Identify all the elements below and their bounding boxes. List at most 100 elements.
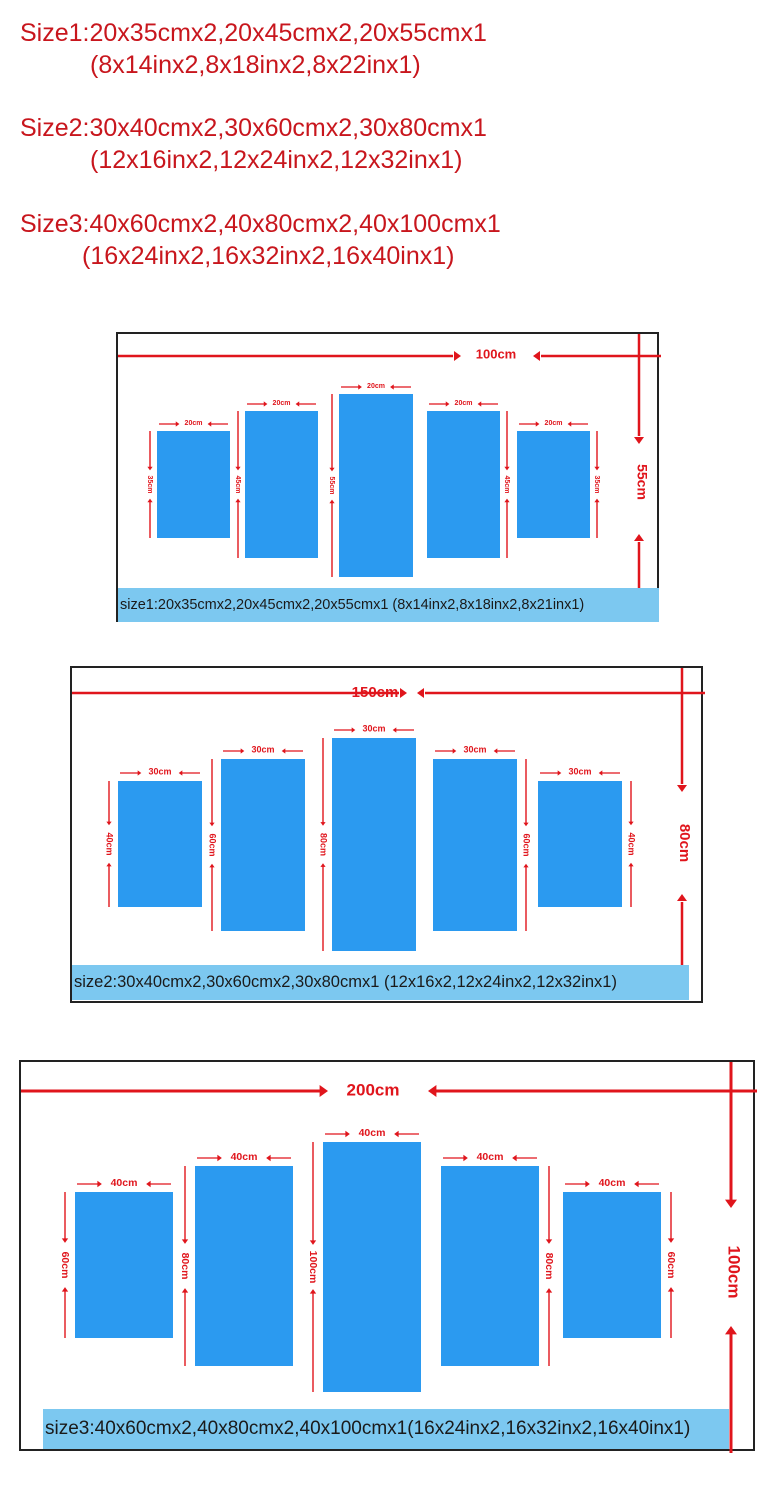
panel-width-arrow-head: [240, 748, 245, 754]
panel-width-arrow-head: [295, 401, 300, 407]
panel-height-arrow-head: [594, 466, 600, 471]
panel-width-label: 30cm: [568, 766, 591, 776]
canvas-panel: [323, 1142, 421, 1392]
panel-height-label: 40cm: [105, 832, 115, 855]
panel-width-arrow-head: [585, 1180, 590, 1188]
panel-height-arrow-head: [504, 466, 510, 471]
panel-width-label: 30cm: [251, 744, 274, 754]
width-arrow-left-head: [400, 688, 407, 698]
canvas-panel: [221, 759, 305, 931]
height-arrow-top-head: [677, 785, 687, 792]
panel-width-arrow-head: [146, 1180, 151, 1188]
total-height-label: 55cm: [634, 464, 650, 500]
panel-height-arrow-head: [235, 466, 241, 471]
size3-line2: (16x24inx2,16x32inx2,16x40inx1): [82, 242, 455, 270]
panel-width-arrow-head: [394, 1130, 399, 1138]
canvas-panel: [433, 759, 517, 931]
height-arrow-top-head: [725, 1199, 737, 1208]
panel-height-label: 60cm: [522, 833, 532, 856]
panel-width-label: 20cm: [273, 400, 291, 407]
diagram-caption: size2:30x40cmx2,30x60cmx2,30x80cmx1 (12x…: [72, 965, 689, 1000]
panel-height-arrow-head: [309, 1240, 317, 1245]
panel-height-label: 80cm: [543, 1253, 555, 1280]
height-arrow-top-head: [634, 437, 644, 444]
size2-line2: (12x16inx2,12x24inx2,12x32inx1): [90, 146, 463, 174]
panel-height-arrow-head: [147, 498, 153, 503]
panel-width-arrow-head: [452, 748, 457, 754]
panel-height-arrow-head: [106, 862, 112, 867]
panel-height-arrow-head: [209, 822, 215, 827]
width-arrow-right-head: [428, 1085, 437, 1097]
total-height-label: 80cm: [676, 824, 693, 862]
panel-height-arrow-head: [181, 1288, 189, 1293]
panel-height-arrow-head: [61, 1287, 69, 1292]
panel-height-label: 100cm: [307, 1251, 319, 1284]
panel-height-arrow-head: [181, 1239, 189, 1244]
panel-width-label: 20cm: [185, 420, 203, 427]
panel-height-label: 55cm: [328, 477, 335, 495]
panel-width-label: 40cm: [359, 1127, 386, 1139]
panel-width-label: 20cm: [545, 420, 563, 427]
panel-width-arrow-head: [567, 421, 572, 427]
panel-width-arrow-head: [598, 770, 603, 776]
panel-width-arrow-head: [178, 770, 183, 776]
panel-width-arrow-head: [345, 1130, 350, 1138]
panel-width-arrow-head: [358, 384, 362, 390]
panel-height-arrow-head: [594, 498, 600, 503]
panel-height-arrow-head: [320, 822, 326, 826]
panel-width-arrow-head: [97, 1180, 102, 1188]
panel-width-label: 30cm: [362, 723, 385, 733]
panel-height-arrow-head: [235, 498, 241, 503]
width-arrow-right-head: [417, 688, 424, 698]
panel-width-arrow-head: [493, 748, 498, 754]
panel-height-arrow-head: [504, 498, 510, 503]
panel-height-arrow-head: [628, 862, 634, 867]
panel-height-label: 35cm: [146, 476, 153, 494]
panel-width-arrow-head: [217, 1154, 222, 1162]
total-height-label: 100cm: [725, 1246, 744, 1299]
total-width-label: 150cm: [352, 684, 399, 701]
diagram-caption: size3:40x60cmx2,40x80cmx2,40x100cmx1(16x…: [43, 1409, 729, 1449]
diagram-caption: size1:20x35cmx2,20x45cmx2,20x55cmx1 (8x1…: [118, 588, 659, 622]
canvas-panel: [339, 394, 413, 577]
panel-width-arrow-head: [263, 401, 268, 407]
panel-width-label: 40cm: [111, 1177, 138, 1189]
panel-width-label: 20cm: [367, 383, 385, 390]
panel-width-arrow-head: [512, 1154, 517, 1162]
panel-height-arrow-head: [329, 499, 335, 504]
panel-width-label: 40cm: [231, 1151, 258, 1163]
panel-height-arrow-head: [61, 1238, 69, 1243]
height-arrow-bottom-head: [634, 534, 644, 541]
panel-width-arrow-head: [207, 421, 212, 427]
canvas-panel: [195, 1166, 293, 1366]
panel-height-arrow-head: [309, 1289, 317, 1294]
panel-height-label: 60cm: [59, 1252, 71, 1279]
panel-height-arrow-head: [106, 821, 112, 826]
panel-height-arrow-head: [320, 863, 326, 867]
panel-width-arrow-head: [392, 727, 397, 733]
panel-height-label: 45cm: [503, 476, 510, 494]
panel-width-arrow-head: [557, 770, 562, 776]
height-arrow-bottom-head: [677, 894, 687, 901]
panel-height-arrow-head: [523, 822, 529, 827]
size2-line1: Size2:30x40cmx2,30x60cmx2,30x80cmx1: [20, 114, 487, 142]
size1-line1: Size1:20x35cmx2,20x45cmx2,20x55cmx1: [20, 19, 487, 47]
panel-height-arrow-head: [545, 1288, 553, 1293]
size1-line2: (8x14inx2,8x18inx2,8x22inx1): [90, 51, 421, 79]
panel-height-arrow-head: [523, 863, 529, 868]
panel-height-label: 35cm: [593, 476, 600, 494]
width-arrow-left-head: [454, 351, 461, 361]
panel-width-arrow-head: [281, 748, 286, 754]
panel-height-label: 60cm: [665, 1252, 677, 1279]
canvas-panel: [427, 411, 500, 558]
total-width-label: 200cm: [347, 1080, 400, 1099]
panel-width-label: 40cm: [599, 1177, 626, 1189]
panel-width-arrow-head: [390, 384, 394, 390]
panel-width-arrow-head: [634, 1180, 639, 1188]
panel-height-label: 80cm: [179, 1253, 191, 1280]
canvas-panel: [441, 1166, 539, 1366]
panel-width-label: 40cm: [477, 1151, 504, 1163]
size3-line1: Size3:40x60cmx2,40x80cmx2,40x100cmx1: [20, 210, 501, 238]
